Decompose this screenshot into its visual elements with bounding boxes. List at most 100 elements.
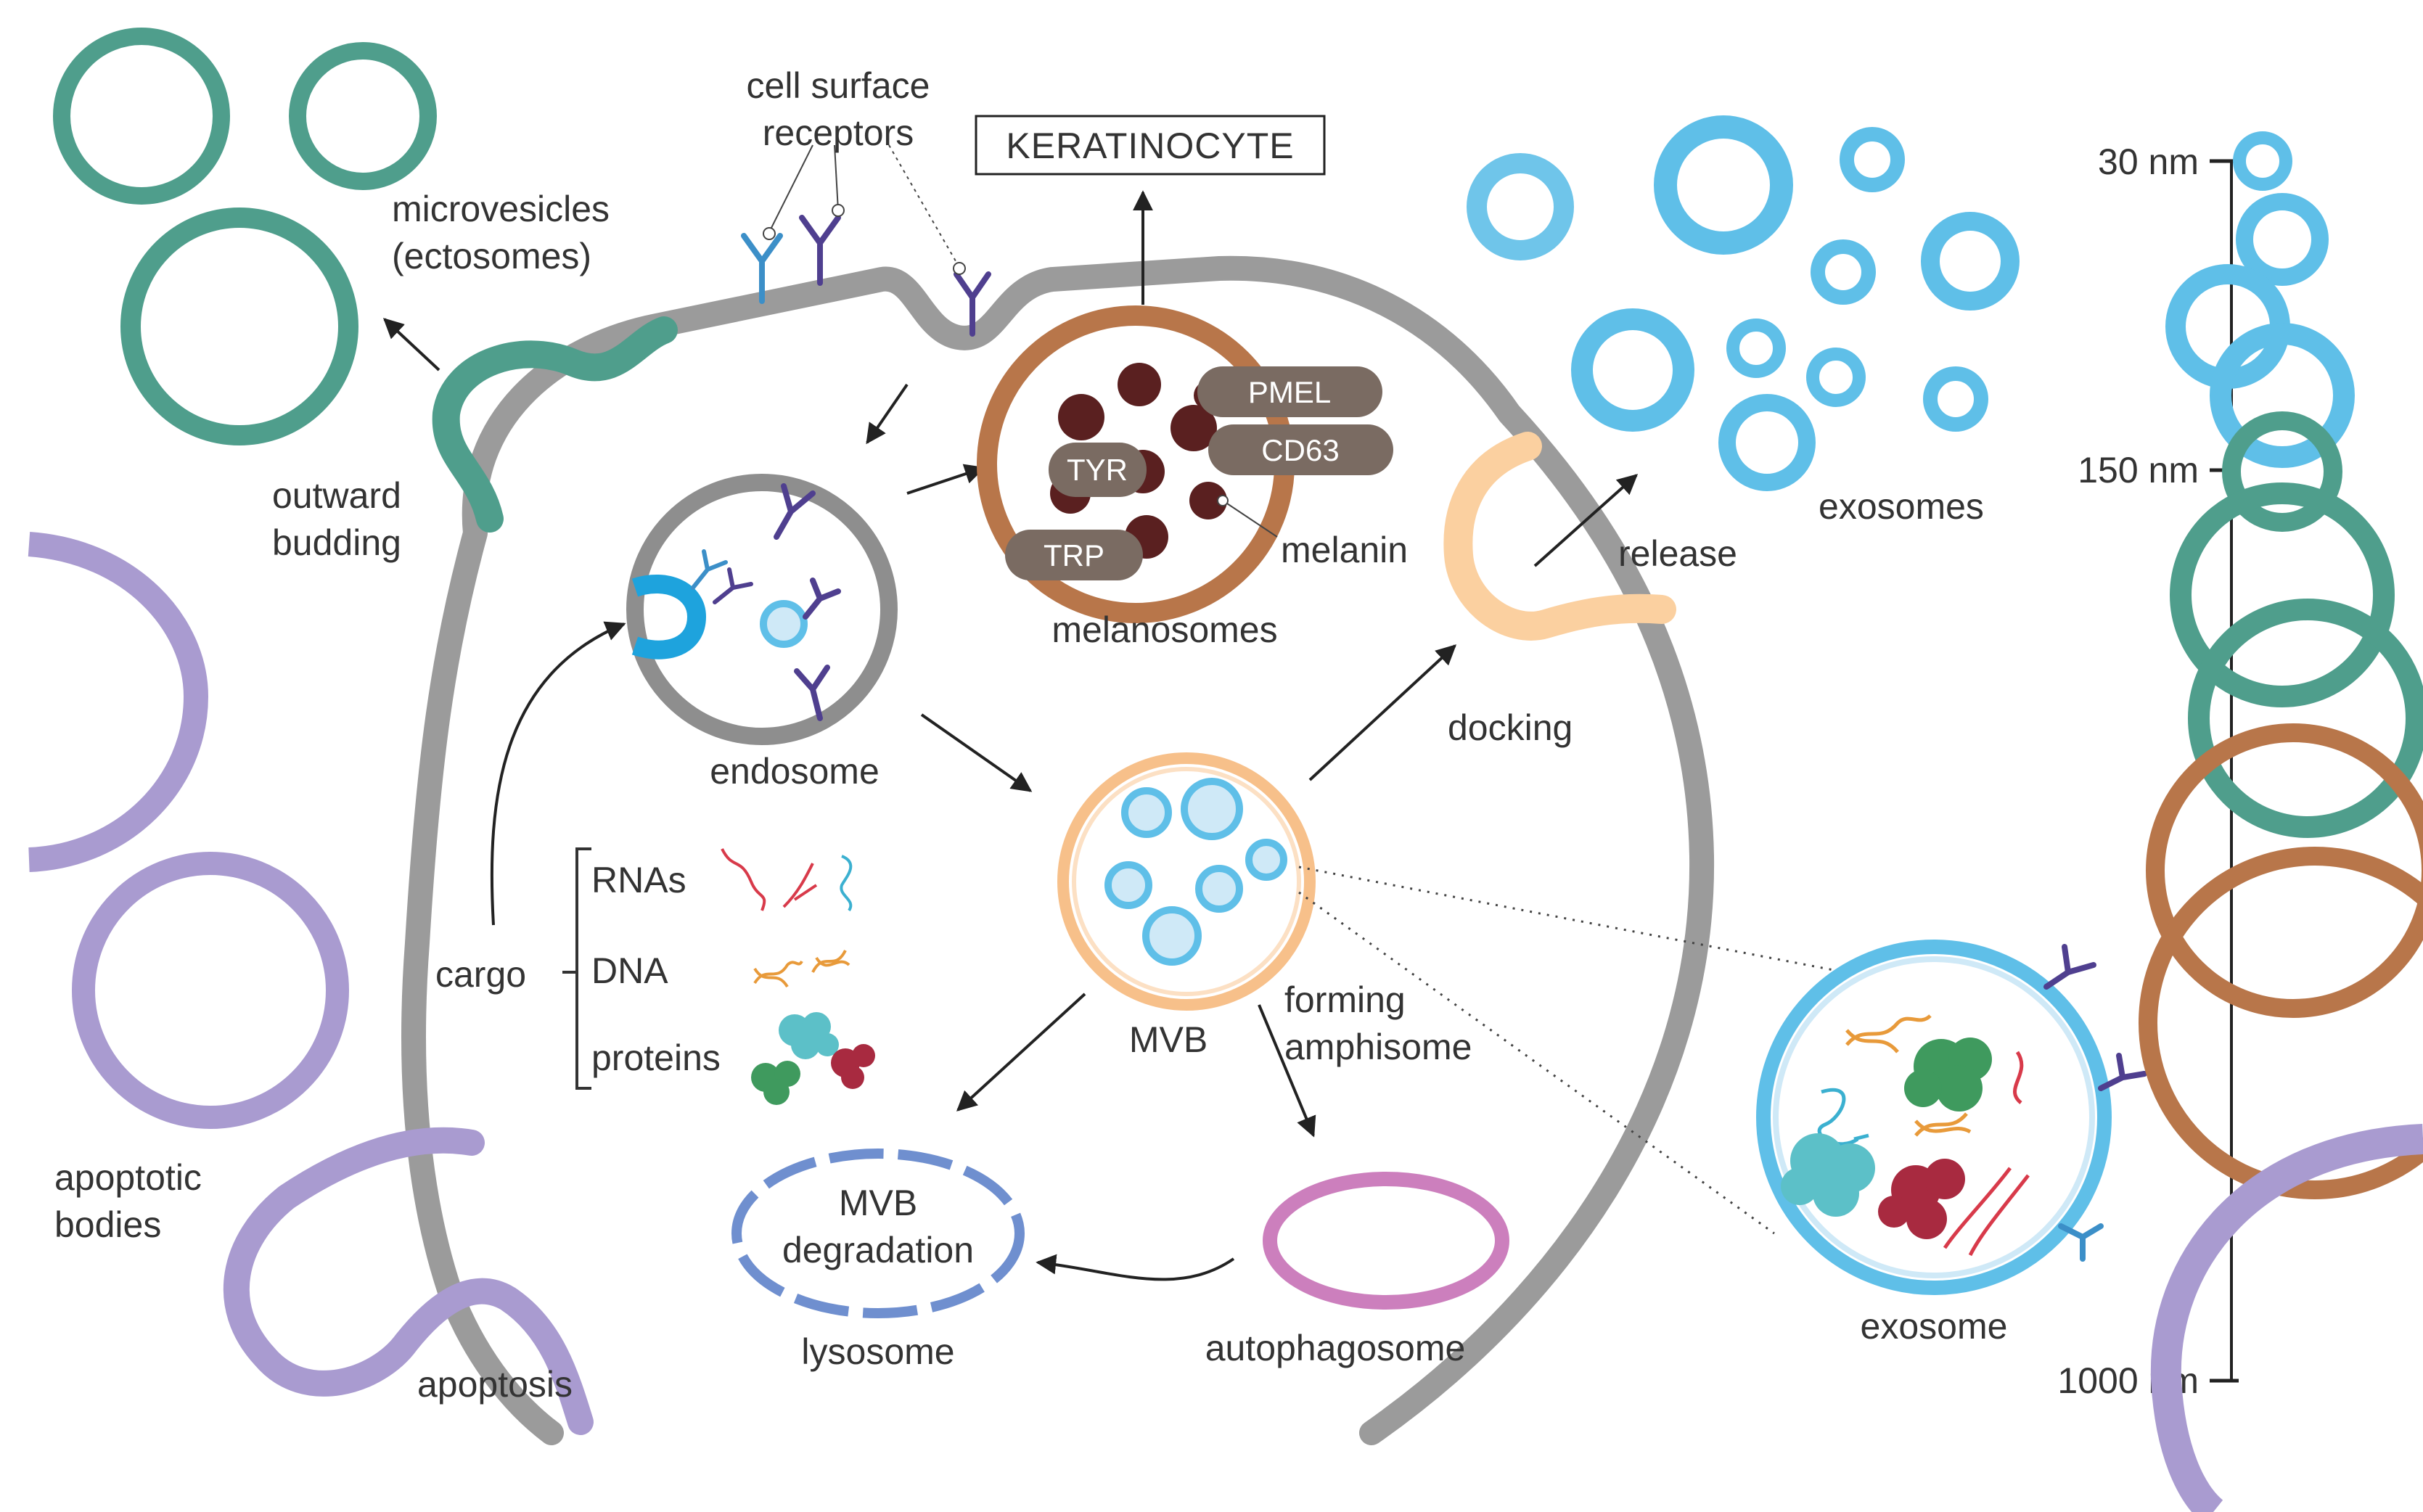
exosome-zoom-line xyxy=(1298,866,1902,985)
scale-exosomes xyxy=(2165,131,2355,468)
trp-label: TRP xyxy=(1044,538,1104,572)
scale-vesicle xyxy=(2146,723,2423,1018)
autophagosome-label: autophagosome xyxy=(1205,1328,1466,1368)
microvesicles-label-line2: (ectosomes) xyxy=(392,236,591,276)
scale-vesicle xyxy=(2222,411,2342,532)
protein-icons xyxy=(751,1012,875,1105)
mvb xyxy=(1057,752,1316,1011)
forming-amphisome-line2: amphisome xyxy=(1284,1027,1472,1067)
budding-arrow xyxy=(382,318,440,371)
cargo-label: cargo xyxy=(435,954,526,995)
receptor-icon xyxy=(2058,1223,2104,1262)
rna-icons xyxy=(721,848,853,912)
apoptotic-bodies-label-line2: bodies xyxy=(54,1204,161,1245)
dna-label: DNA xyxy=(591,950,668,991)
exosome-vesicle xyxy=(1467,153,1574,260)
apoptotic-body xyxy=(28,532,209,872)
receptor-icon xyxy=(803,578,841,620)
tyr-label: TYR xyxy=(1067,453,1128,487)
exosomes-cloud xyxy=(1467,115,2020,491)
rna-icon xyxy=(840,855,853,912)
rna-icon xyxy=(782,863,818,908)
pmel-pill xyxy=(1197,366,1382,417)
exosome-vesicle xyxy=(1811,239,1876,305)
apoptotic-bodies-label-line1: apoptotic xyxy=(54,1157,202,1198)
receptor-icon xyxy=(799,215,841,286)
dna-icon xyxy=(811,950,850,973)
scale-label-150: 150 nm xyxy=(2078,450,2199,490)
cd63-pill xyxy=(1208,424,1393,475)
scale-melanosomes xyxy=(2139,723,2423,1199)
protein-icon xyxy=(831,1044,875,1089)
mvb-membrane-inner xyxy=(1072,767,1301,996)
protein-icon xyxy=(1878,1159,1965,1239)
scale-vesicle xyxy=(2170,482,2395,707)
apoptosis-membrane xyxy=(223,1127,594,1435)
exosome-vesicle xyxy=(1654,115,1793,255)
receptor-dot xyxy=(832,204,845,217)
docking-membrane xyxy=(1443,432,1676,641)
receptor-dot xyxy=(763,227,776,240)
outward-budding-membrane xyxy=(432,316,678,533)
receptor-icon xyxy=(691,549,728,590)
endosome-to-melanosome-arrow xyxy=(906,464,985,495)
receptor-dot xyxy=(953,262,966,275)
endosome-to-mvb-arrow xyxy=(920,713,1033,792)
endosome xyxy=(626,474,898,745)
melanosomes-label: melanosomes xyxy=(1051,609,1277,650)
release-label: release xyxy=(1618,533,1737,574)
receptor-icon xyxy=(794,665,830,721)
mvb-degradation-line1: MVB xyxy=(839,1183,917,1223)
cell-surface-receptors-line1: cell surface xyxy=(747,65,930,106)
uptake-arrow xyxy=(866,383,909,445)
tyr-pill xyxy=(1049,443,1147,497)
cargo-arrow xyxy=(490,621,626,926)
surface-receptors xyxy=(741,215,991,337)
exosome-zoom-line xyxy=(1298,891,1775,1235)
exosome-vesicle xyxy=(1718,394,1816,491)
receptor-leader xyxy=(888,144,959,266)
receptor-leader xyxy=(768,144,813,233)
exosome-vesicle xyxy=(1806,348,1866,407)
microvesicles xyxy=(53,28,437,445)
receptor-icon xyxy=(2098,1053,2147,1091)
intraluminal-vesicles xyxy=(1104,778,1287,966)
intraluminal-vesicle xyxy=(760,600,808,648)
outward-budding-label-line2: budding xyxy=(272,522,401,563)
outward-budding-label-line1: outward xyxy=(272,475,401,516)
mvb-to-lysosome-arrow xyxy=(956,993,1086,1112)
forming-amphisome-line1: forming xyxy=(1284,979,1406,1020)
apoptosis-label: apoptosis xyxy=(417,1364,573,1405)
docking-label: docking xyxy=(1448,707,1573,748)
mvb-degradation-line2: degradation xyxy=(782,1230,974,1270)
protein-icon xyxy=(779,1012,839,1059)
pmel-label: PMEL xyxy=(1248,375,1331,409)
microvesicles-label-line1: microvesicles xyxy=(392,189,610,229)
scale-vesicle xyxy=(2236,193,2329,286)
scale-vesicle xyxy=(2188,599,2423,838)
exosomes-label: exosomes xyxy=(1819,486,1984,527)
scale-vesicle xyxy=(2139,847,2423,1199)
scale-apoptotic-body xyxy=(2150,1124,2423,1512)
melanosome: PMEL CD63 TYR TRP xyxy=(977,305,1393,623)
receptor-icon xyxy=(954,271,991,337)
dna-icons xyxy=(753,950,850,988)
trp-pill xyxy=(1005,530,1143,580)
receptor-leader xyxy=(834,144,839,211)
cell-surface-receptors-line2: receptors xyxy=(763,112,914,153)
microvesicle xyxy=(120,208,358,445)
microvesicle xyxy=(53,28,230,205)
melanin-dot xyxy=(1217,495,1229,506)
melanin-label: melanin xyxy=(1281,530,1408,570)
exosome-membrane-inner xyxy=(1773,956,2095,1278)
scale-vesicle xyxy=(2233,131,2292,191)
release-arrow xyxy=(1533,474,1639,567)
keratinocyte-box xyxy=(975,115,1326,176)
proteins-label: proteins xyxy=(591,1038,721,1078)
exosome-vesicle xyxy=(1840,127,1905,192)
protein-icon xyxy=(751,1061,800,1105)
rna-icon xyxy=(721,848,766,911)
autophagosome xyxy=(1263,1172,1509,1310)
cd63-label: CD63 xyxy=(1261,433,1339,467)
